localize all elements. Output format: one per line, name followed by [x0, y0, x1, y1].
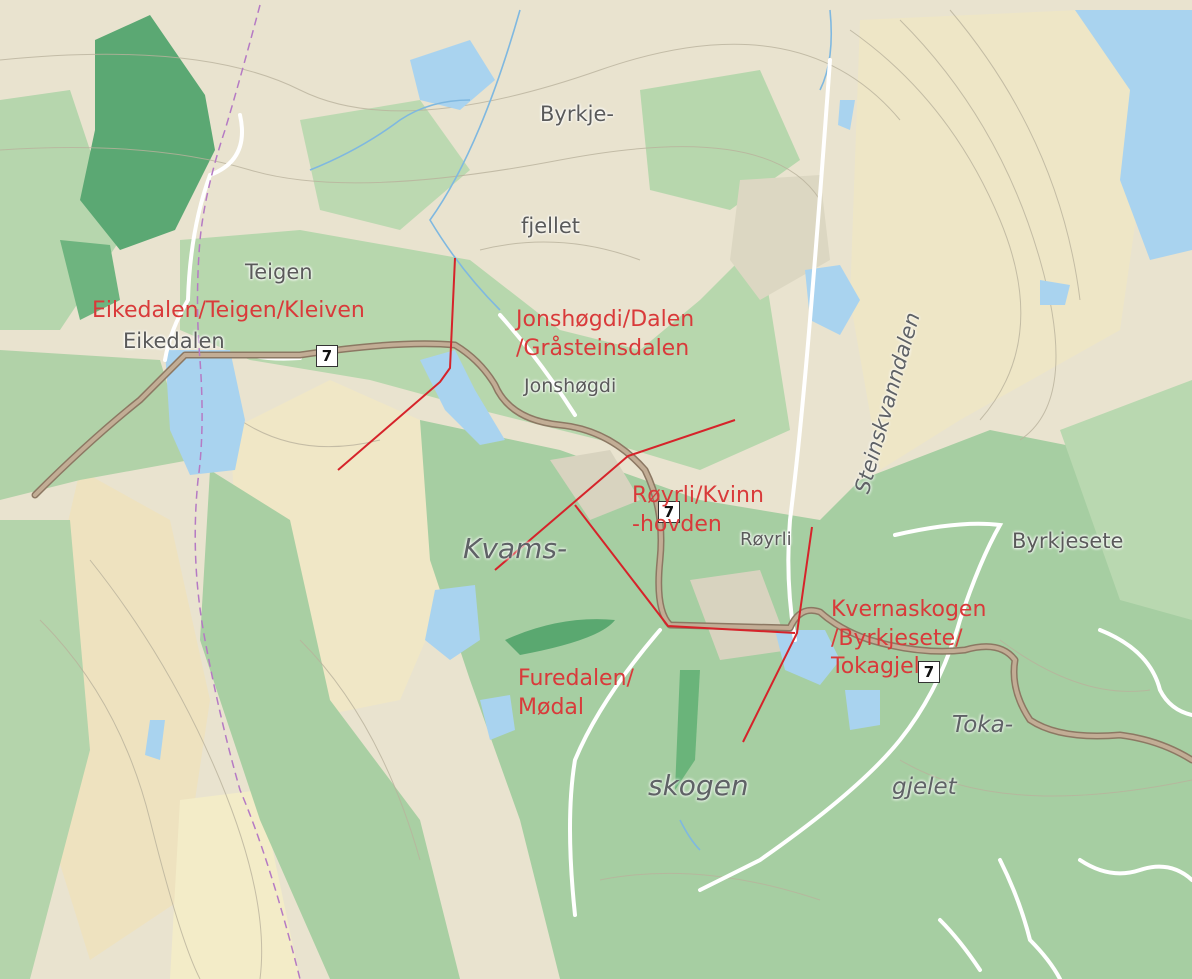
- zone-label-furedalen: Furedalen/ Mødal: [518, 665, 634, 722]
- zone-label-eikedalen: Eikedalen/Teigen/Kleiven: [92, 298, 365, 323]
- zone-label-line: Jonshøgdi/Dalen: [516, 307, 695, 332]
- terrain-label-byrkje: Byrkje-: [540, 102, 614, 126]
- terrain-label-toka: Toka-: [952, 712, 1013, 738]
- zone-label-line: /Byrkjesete/: [831, 625, 963, 651]
- place-label-teigen[interactable]: Teigen: [245, 260, 313, 284]
- place-label-eikedalen[interactable]: Eikedalen: [123, 329, 225, 353]
- zone-label-line: -hovden: [632, 511, 722, 537]
- place-label-jonshogdi[interactable]: Jonshøgdi: [524, 375, 617, 397]
- route-shield: 7: [658, 501, 680, 523]
- place-label-byrkjesete[interactable]: Byrkjesete: [1012, 529, 1124, 553]
- terrain-label-skogen: skogen: [648, 769, 749, 802]
- terrain-label-kvams: Kvams-: [463, 532, 568, 565]
- terrain-label-gjelet: gjelet: [892, 774, 957, 800]
- route-shield: 7: [316, 345, 338, 367]
- zone-label-kvernaskogen: Kvernaskogen /Byrkjesete/ Tokagjel: [831, 596, 986, 682]
- route-shield: 7: [918, 661, 940, 683]
- zone-label-line: Tokagjel: [831, 654, 920, 680]
- zone-label-line: Røyrli/Kvinn: [632, 483, 764, 508]
- zone-label-line: Mødal: [518, 694, 584, 720]
- terrain-label-fjellet: fjellet: [521, 214, 580, 238]
- zone-label-royrli: Røyrli/Kvinn -hovden: [632, 482, 764, 539]
- zone-label-line: Furedalen/: [518, 666, 634, 691]
- zone-label-line: Kvernaskogen: [831, 597, 987, 622]
- zone-label-line: /Gråsteinsdalen: [516, 335, 690, 361]
- zone-label-jonshogdi: Jonshøgdi/Dalen /Gråsteinsdalen: [516, 306, 694, 363]
- place-label-royrli[interactable]: Røyrli: [740, 529, 792, 550]
